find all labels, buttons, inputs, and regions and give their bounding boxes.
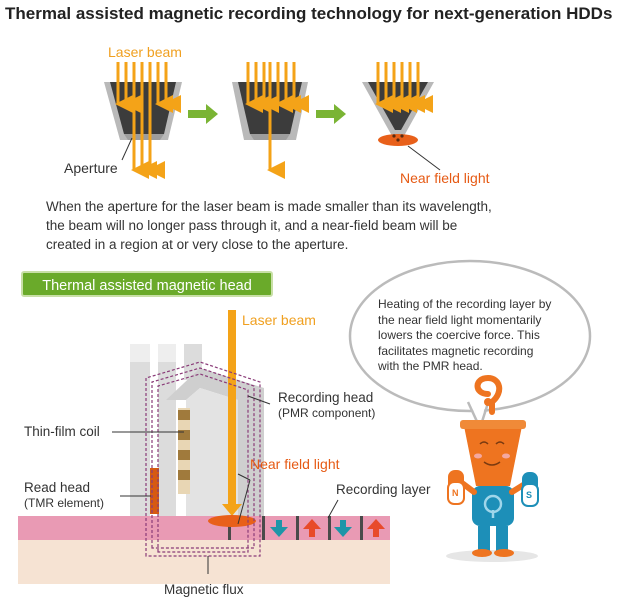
description-line-1: When the aperture for the laser beam is …: [46, 199, 492, 214]
section-tag-magnetic-head: Thermal assisted magnetic head: [21, 271, 273, 297]
description-paragraph: When the aperture for the laser beam is …: [46, 197, 556, 254]
bubble-line-1: Heating of the recording layer by: [378, 297, 552, 311]
bubble-line-3: lowers the coercive force. This: [378, 328, 540, 342]
label-laser-beam-head: Laser beam: [242, 312, 316, 328]
label-thin-film-coil: Thin-film coil: [24, 424, 100, 439]
label-aperture: Aperture: [64, 160, 118, 176]
aperture-funnel-3: [362, 82, 434, 136]
description-line-3: created in a region at or very close to …: [46, 237, 349, 252]
recording-layer-dividers: [228, 516, 363, 540]
mascot-badge-n: N: [452, 488, 459, 498]
mascot-character: [446, 374, 539, 562]
near-field-glow-head: [208, 515, 256, 527]
label-recording-head: Recording head: [278, 390, 374, 405]
label-recording-layer: Recording layer: [336, 482, 431, 497]
magnetic-flux-loops: [145, 361, 261, 557]
recording-head-pmr: [166, 368, 264, 516]
teal-down-arrow-2: [334, 520, 352, 537]
green-arrow-1: [188, 104, 218, 124]
laser-beams-2: [245, 62, 309, 179]
speech-bubble: [348, 259, 592, 432]
bubble-line-5: with the PMR head.: [378, 359, 483, 373]
read-head-tmr: [150, 468, 159, 514]
label-near-field-head: Near field light: [250, 456, 340, 472]
red-up-arrow-1: [303, 519, 321, 537]
media-base: [18, 540, 390, 584]
near-field-leader-top: [407, 145, 441, 171]
head-shields: [130, 344, 202, 516]
laser-waveguide-tip: [222, 504, 242, 516]
laser-beams-3: [375, 62, 433, 113]
near-field-dots: [392, 134, 404, 142]
magnetization-arrows: [270, 519, 385, 537]
laser-waveguide: [228, 310, 236, 506]
recording-layer-strip: [18, 516, 390, 540]
green-arrow-2: [316, 104, 346, 124]
label-tmr-element: (TMR element): [24, 496, 105, 510]
mascot-badge-s: S: [526, 490, 533, 500]
page-title: Thermal assisted magnetic recording tech…: [5, 4, 613, 23]
description-line-2: the beam will no longer pass through it,…: [46, 218, 458, 233]
leader-lines: [112, 395, 339, 574]
label-laser-beam-top: Laser beam: [108, 44, 182, 60]
laser-beams-1: [115, 62, 181, 179]
bubble-line-4: facilitates magnetic recording: [378, 343, 534, 358]
label-near-field-top: Near field light: [400, 170, 490, 186]
label-pmr-component: (PMR component): [278, 406, 376, 420]
aperture-leader: [121, 137, 133, 161]
red-up-arrow-2: [367, 519, 385, 537]
speech-bubble-text: Heating of the recording layer by the ne…: [378, 297, 578, 375]
label-read-head: Read head: [24, 480, 91, 495]
bubble-line-2: the near field light momentarily: [378, 312, 542, 327]
thin-film-coil: [178, 408, 190, 494]
label-magnetic-flux: Magnetic flux: [164, 582, 244, 597]
teal-down-arrow-1: [270, 520, 288, 537]
